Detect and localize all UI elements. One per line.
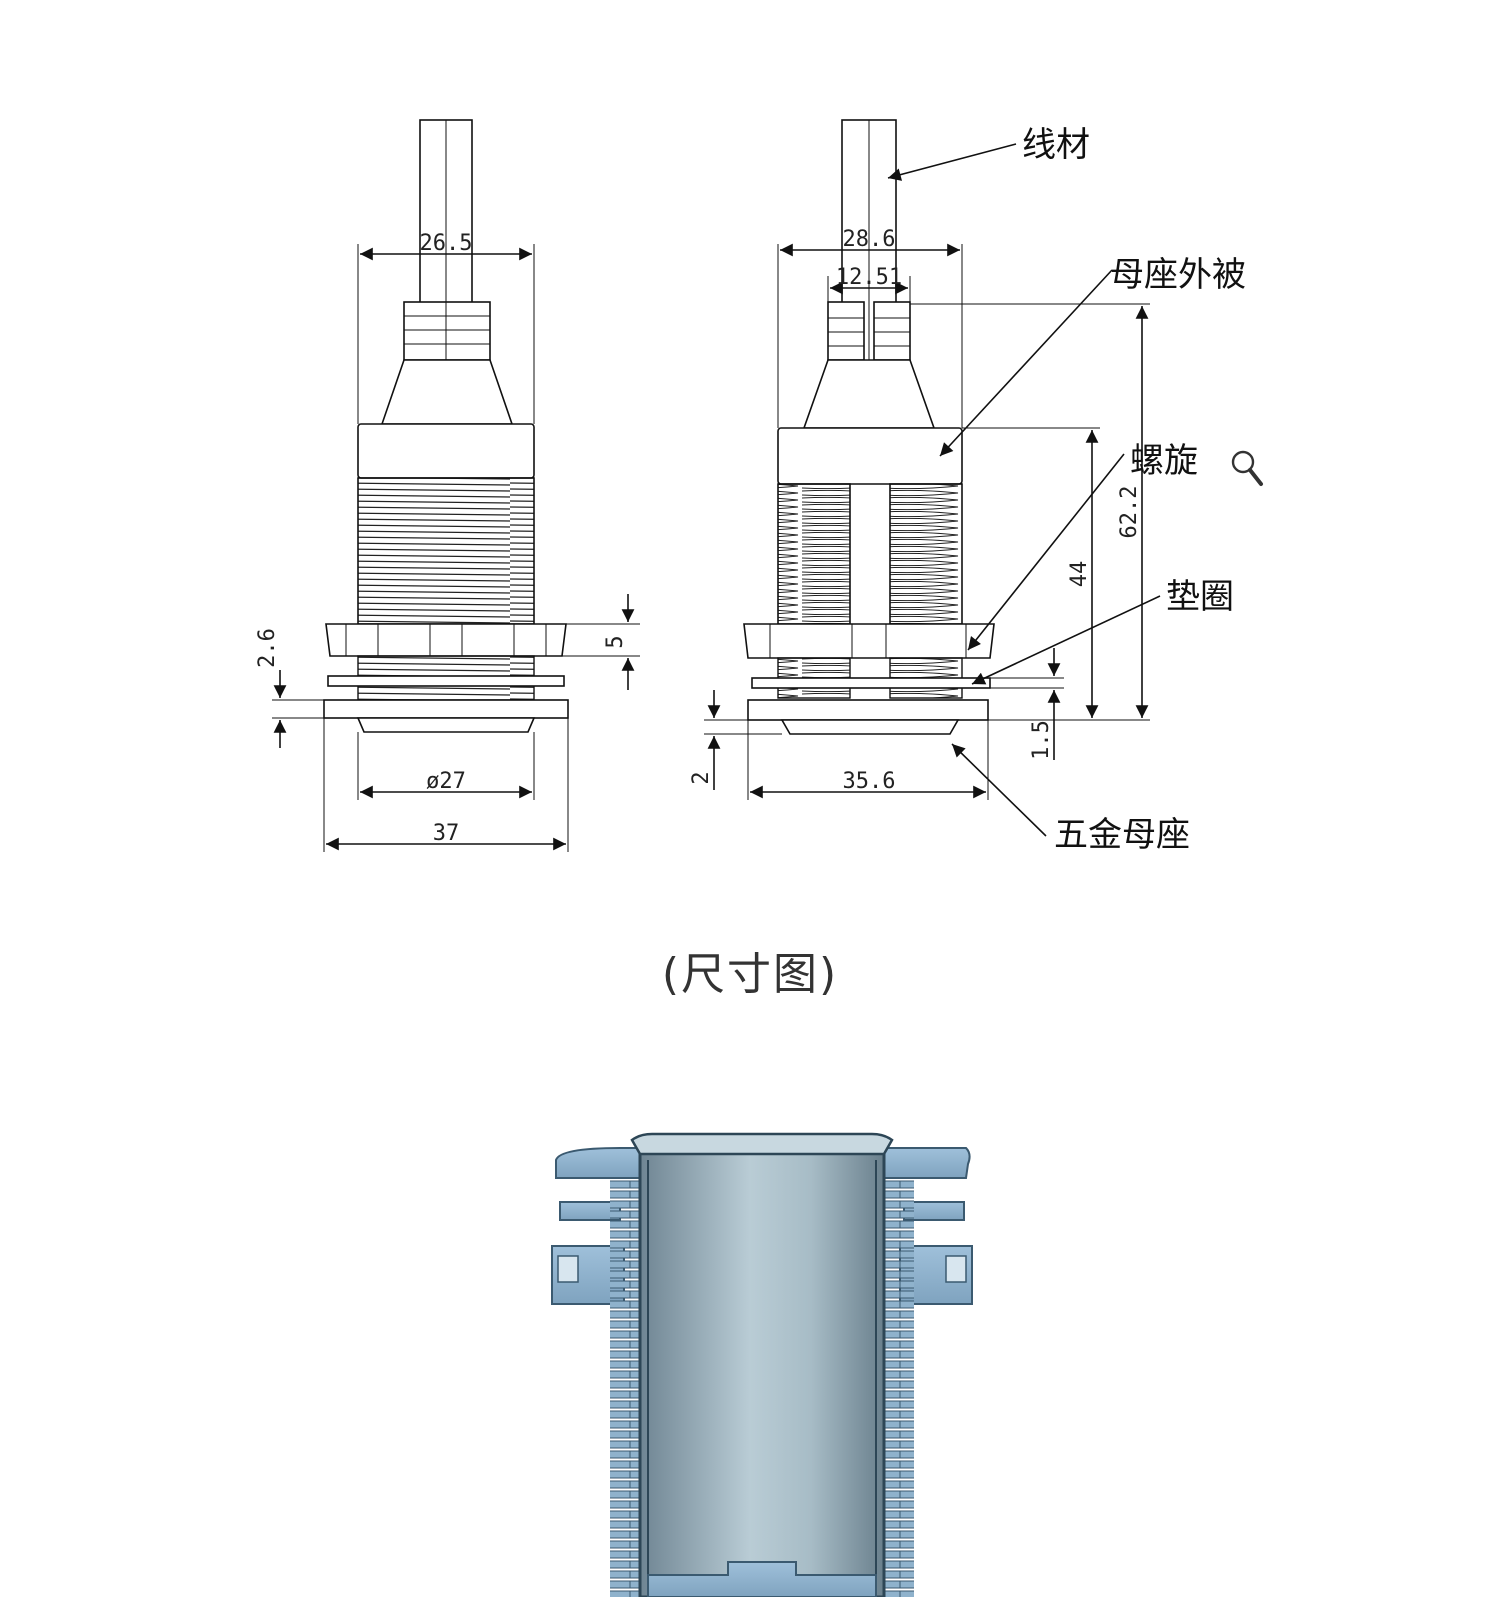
- dimension-drawing: 26.5 ø27 37 5 2.6: [255, 119, 1246, 855]
- dim-left-nut-height: 5: [603, 635, 628, 648]
- left-nut: [325, 623, 567, 657]
- left-view: 26.5 ø27 37 5 2.6: [255, 119, 640, 852]
- right-nut: [743, 623, 995, 659]
- render-rib-right: [884, 1180, 914, 1597]
- dim-left-flange: 37: [433, 821, 460, 846]
- dim-right-body-height: 44: [1067, 561, 1092, 588]
- label-wire: 线材: [1022, 125, 1090, 165]
- dim-left-bore: ø27: [426, 769, 466, 794]
- dim-right-flange-thickness: 2: [689, 771, 714, 784]
- label-metal-socket: 五金母座: [1054, 815, 1190, 855]
- render-rib-left: [610, 1180, 640, 1597]
- magnifier-icon[interactable]: [1230, 448, 1264, 488]
- right-view: 28.6 12.51 62.2 44 1.5 2 35.6 线材 母座外被 螺旋…: [689, 119, 1246, 855]
- dim-right-top-width: 28.6: [843, 227, 896, 252]
- dim-right-washer: 1.5: [1029, 720, 1054, 760]
- dim-right-total-height: 62.2: [1117, 486, 1142, 539]
- label-washer: 垫圈: [1166, 577, 1234, 617]
- cross-section-render: [551, 1132, 973, 1597]
- left-thread: [357, 477, 535, 625]
- render-metal-tube: [638, 1150, 886, 1597]
- label-thread: 螺旋: [1130, 441, 1198, 481]
- dim-left-top-width: 26.5: [420, 231, 473, 256]
- right-thread-right: [889, 483, 963, 625]
- dim-left-side: 2.6: [255, 628, 280, 668]
- caption: (尺寸图): [661, 949, 839, 1000]
- label-jacket: 母座外被: [1110, 255, 1246, 295]
- right-thread-left: [777, 483, 851, 625]
- dim-right-flange: 35.6: [843, 769, 896, 794]
- dim-right-inner-width: 12.51: [836, 265, 902, 290]
